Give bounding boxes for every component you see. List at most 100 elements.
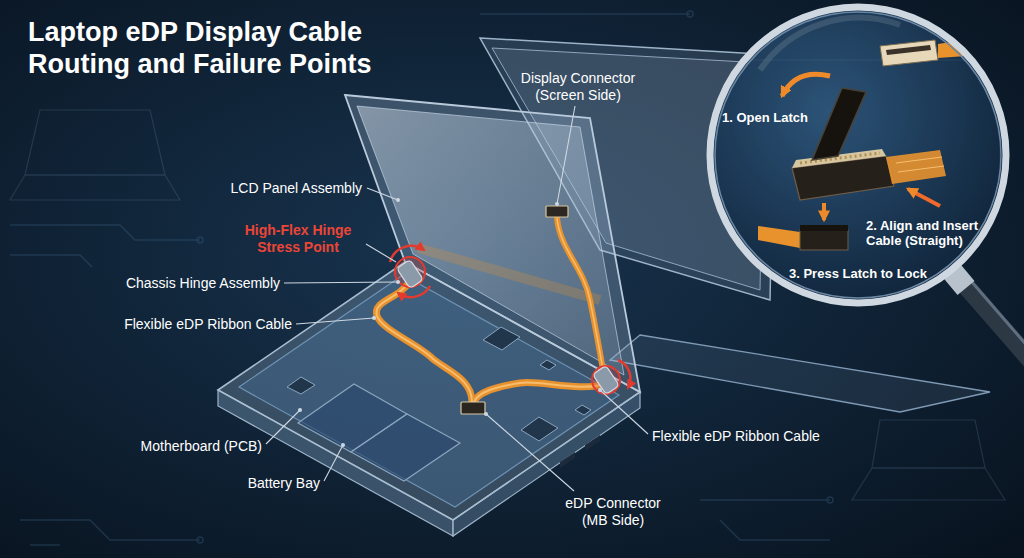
leader-line xyxy=(600,390,648,434)
magnifier-rim-inner xyxy=(715,12,1001,298)
stress-arrow xyxy=(398,286,430,297)
connector-slot xyxy=(886,45,931,55)
ribbon-highlight xyxy=(474,383,604,402)
trace-pad xyxy=(827,497,833,503)
chip xyxy=(540,360,556,370)
label-anchor: Battery Bay xyxy=(200,475,320,492)
leader-dot xyxy=(372,316,376,320)
faint-screen xyxy=(25,110,165,175)
step-label: 1. Open Latch xyxy=(722,110,822,125)
stress-arrow xyxy=(390,246,424,262)
chip xyxy=(287,377,315,394)
part-label: Flexible eDP Ribbon Cable xyxy=(92,316,292,333)
connector-closeup xyxy=(880,40,938,66)
label-anchor: eDP Connector (MB Side) xyxy=(556,495,671,529)
circuit-trace xyxy=(30,544,60,546)
leader-dot xyxy=(555,202,559,206)
hinge xyxy=(397,260,424,289)
leader-dot xyxy=(598,388,602,392)
circuit-trace xyxy=(10,225,200,240)
ribbon-cable xyxy=(557,218,604,376)
ribbon-cable xyxy=(376,278,472,402)
left-hinge xyxy=(390,246,430,297)
step-anchor: 1. Open Latch xyxy=(722,110,822,125)
leader-dot xyxy=(396,280,400,284)
open-latch xyxy=(812,88,866,160)
label-anchor: Chassis Hinge Assembly xyxy=(90,275,280,292)
chip xyxy=(521,417,558,441)
trace-pad xyxy=(687,11,693,17)
battery-cell xyxy=(351,414,460,481)
step-label: 2. Align and Insert Cable (Straight) xyxy=(866,218,990,248)
label-anchor: Flexible eDP Ribbon Cable xyxy=(92,316,292,333)
lcd-panel xyxy=(345,95,640,392)
label-anchor: Flexible eDP Ribbon Cable xyxy=(652,428,852,445)
faint-base xyxy=(10,175,180,200)
stress-highlight xyxy=(592,366,620,394)
leader-line xyxy=(366,244,396,262)
step-anchor: 2. Align and Insert Cable (Straight) xyxy=(866,218,990,248)
title-anchor: Laptop eDP Display Cable Routing and Fai… xyxy=(28,16,418,80)
chip xyxy=(575,405,591,415)
ribbon-highlight xyxy=(376,278,472,402)
magnifier-circle: 1. Open Latch 2. Align and Insert Cable (… xyxy=(706,3,1010,307)
label-anchor: High-Flex Hinge Stress Point xyxy=(233,222,363,256)
magnifier-rim xyxy=(706,3,1010,307)
stress-arrow xyxy=(618,360,630,388)
leader-line xyxy=(266,410,300,444)
leader-dot xyxy=(298,408,302,412)
base-cables xyxy=(376,278,604,402)
part-label: Motherboard (PCB) xyxy=(92,438,262,455)
lcd-panel-frame xyxy=(345,95,640,392)
open-arrow xyxy=(782,74,830,96)
magnifier-handle xyxy=(946,264,1024,362)
step-anchor: 3. Press Latch to Lock xyxy=(783,266,933,281)
side-port xyxy=(560,452,575,468)
connector-pins xyxy=(800,153,880,163)
label-anchor: Motherboard (PCB) xyxy=(92,438,262,455)
leader-line xyxy=(296,318,374,324)
label-anchor: Display Connector (Screen Side) xyxy=(508,70,648,104)
ribbon-highlight xyxy=(557,218,604,376)
circuit-traces xyxy=(10,11,833,545)
magnifier-lens xyxy=(710,7,1006,303)
part-label: eDP Connector (MB Side) xyxy=(556,495,671,529)
ribbon-end xyxy=(758,226,800,248)
leader-dot xyxy=(341,443,345,447)
part-label: Battery Bay xyxy=(200,475,320,492)
lens-contents xyxy=(700,0,1020,310)
leader-line xyxy=(486,414,574,491)
right-hinge xyxy=(592,360,630,394)
part-label: Display Connector (Screen Side) xyxy=(508,70,648,104)
side-port xyxy=(585,435,600,451)
leader-line xyxy=(367,188,398,200)
leader-lines xyxy=(266,106,648,491)
diagram-title: Laptop eDP Display Cable Routing and Fai… xyxy=(28,16,418,80)
trace-pad xyxy=(197,537,203,543)
magnifier-rim-outer xyxy=(710,7,1006,303)
closed-latch xyxy=(800,225,848,231)
leader-line xyxy=(284,282,398,283)
circuit-trace xyxy=(700,499,830,501)
circuit-trace xyxy=(480,13,690,15)
display-connector xyxy=(546,206,568,217)
ribbon-stripe xyxy=(898,166,944,172)
locked-connector xyxy=(800,230,848,250)
part-label: LCD Panel Assembly xyxy=(192,180,362,197)
faint-screen xyxy=(872,420,985,468)
background-base xyxy=(610,335,990,412)
press-arrow xyxy=(822,203,826,220)
circuit-trace xyxy=(20,520,200,540)
ribbon-stripe xyxy=(896,157,942,163)
leader-line xyxy=(557,106,575,204)
leader-line xyxy=(324,445,343,481)
label-anchor: LCD Panel Assembly xyxy=(192,180,362,197)
part-label: Chassis Hinge Assembly xyxy=(90,275,280,292)
trace-pad xyxy=(197,237,203,243)
lens-grid xyxy=(700,0,1020,310)
circuit-trace xyxy=(720,520,830,540)
faint-base xyxy=(852,468,1005,500)
hinge xyxy=(593,366,620,395)
